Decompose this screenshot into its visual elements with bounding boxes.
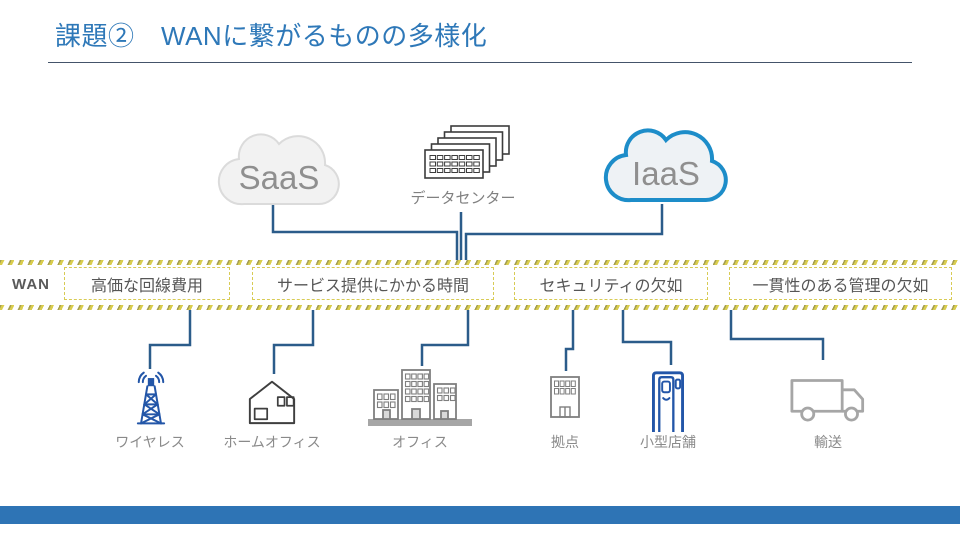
wan-issue-box: セキュリティの欠如 [514,267,708,300]
home-house-icon [248,380,296,425]
wan-issue-box: サービス提供にかかる時間 [252,267,494,300]
endpoint-label: 拠点 [551,434,579,450]
office-buildings-icon [368,369,472,426]
title-underline [48,62,912,63]
saas-label: SaaS [239,159,320,196]
datacenter-icon [424,125,510,179]
datacenter-label: データセンター [410,190,516,207]
wan-label: WAN [12,276,50,293]
iaas-cloud-icon: IaaS [603,128,728,203]
delivery-truck-icon [790,379,865,422]
endpoint-label: オフィス [392,434,448,450]
iaas-label: IaaS [632,155,700,192]
radio-tower-icon [136,371,166,425]
branch-building-icon [550,376,580,418]
endpoint-label: ワイヤレス [115,434,185,450]
footer-accent-bar [0,506,960,524]
page-title: 課題② WANに繋がるものの多様化 [55,21,488,51]
wan-band-bottom-dashes [0,305,960,310]
endpoint-label: ホームオフィス [223,434,321,450]
endpoint-label: 小型店舗 [640,434,696,450]
store-door-icon [652,371,684,432]
endpoint-label: 輸送 [814,434,842,450]
wan-band-top-dashes [0,260,960,265]
saas-cloud-icon: SaaS [217,133,340,206]
wan-issue-box: 一貫性のある管理の欠如 [729,267,952,300]
wan-issue-box: 高価な回線費用 [64,267,230,300]
